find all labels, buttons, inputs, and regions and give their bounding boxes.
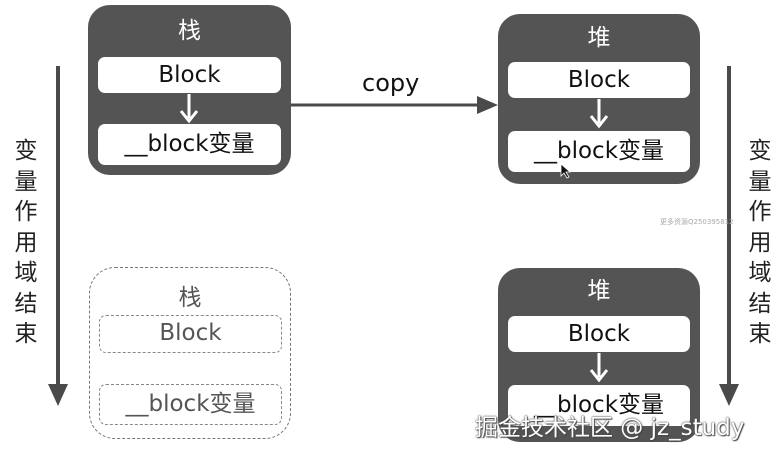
heap-top-block-var-box: __block变量	[508, 131, 690, 172]
scope-arrow-right	[719, 66, 739, 406]
stack-block-var-box: __block变量	[98, 124, 281, 165]
scope-end-label-right: 变 量 作 用 域 结 束	[748, 138, 772, 347]
site-watermark: 掘金技术社区 @ jz_study	[475, 415, 745, 441]
scope-end-label-left: 变 量 作 用 域 结 束	[14, 138, 38, 347]
stack-ghost-block-var-box: __block变量	[99, 384, 282, 425]
stack-ghost-title: 栈	[178, 285, 202, 311]
scope-arrow-left	[48, 66, 68, 406]
heap-bottom-block-box: Block	[508, 316, 690, 352]
stack-ghost-panel: 栈 Block __block变量	[89, 267, 291, 439]
heap-panel-top: 堆 Block __block变量	[498, 14, 700, 184]
heap-panel-top-title: 堆	[587, 25, 611, 51]
stack-down-arrow	[179, 94, 199, 124]
copy-label: copy	[362, 69, 420, 97]
heap-panel-bottom: 堆 Block __block变量	[498, 268, 700, 442]
stack-ghost-block-box: Block	[99, 315, 282, 353]
stack-panel-title: 栈	[178, 18, 201, 44]
heap-bottom-block-var-box: __block变量	[508, 385, 690, 426]
heap-panel-bottom-title: 堆	[587, 278, 611, 304]
heap-top-block-box: Block	[508, 62, 690, 98]
mouse-cursor-icon	[560, 163, 572, 179]
stack-block-box: Block	[98, 57, 281, 93]
tiny-watermark: 更多资源Q250395812	[660, 218, 734, 226]
copy-arrow	[291, 96, 498, 114]
heap-top-down-arrow	[589, 99, 609, 129]
stack-panel: 栈 Block __block变量	[88, 5, 291, 175]
heap-bottom-down-arrow	[589, 353, 609, 383]
